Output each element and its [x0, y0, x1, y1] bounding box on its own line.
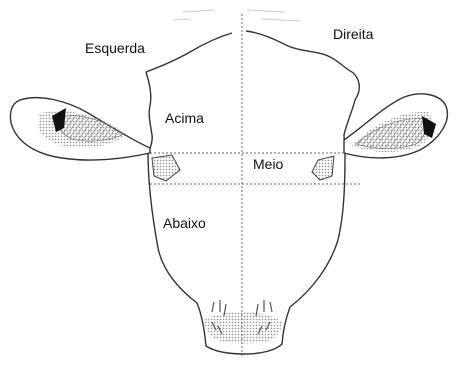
label-acima: Acima — [165, 111, 204, 125]
label-abaixo: Abaixo — [163, 216, 206, 230]
right-ear — [344, 94, 447, 158]
muzzle — [204, 300, 282, 343]
top-sketch-marks — [173, 10, 300, 21]
label-meio: Meio — [253, 157, 283, 171]
left-ear — [10, 98, 150, 160]
poll-tuft-left — [146, 33, 232, 72]
head-outline-right — [290, 100, 355, 307]
left-eye — [152, 155, 180, 181]
right-eye — [312, 156, 334, 180]
label-direita: Direita — [333, 27, 373, 41]
label-esquerda: Esquerda — [85, 41, 145, 55]
